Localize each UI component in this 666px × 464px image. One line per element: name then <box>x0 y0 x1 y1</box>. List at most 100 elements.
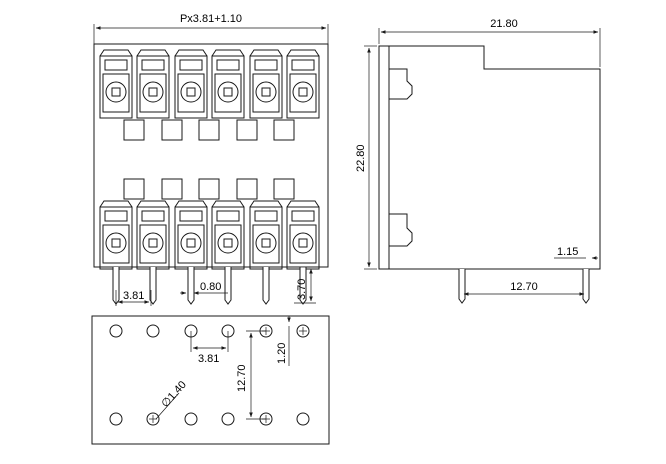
clamp-lever <box>104 210 128 222</box>
clamp-screw-ring <box>105 232 127 254</box>
clamp-top-edge <box>99 49 133 57</box>
hole-bottom-6 <box>296 412 310 426</box>
clamp-screw-square <box>111 87 121 97</box>
clamp-top-edge <box>174 49 208 57</box>
clamp-opening <box>252 224 280 264</box>
clamp-opening <box>214 224 242 264</box>
front-view: Px3.81+1.10 3.81 0.80 3.70 <box>93 13 329 306</box>
clamp-screw-square <box>298 87 308 97</box>
bottom-window-2 <box>161 178 183 200</box>
side-top-clamp-tab <box>389 68 413 100</box>
top-clamp-5 <box>249 49 283 119</box>
clamp-lever <box>104 59 128 71</box>
top-window-2 <box>161 119 183 141</box>
top-window-5 <box>273 119 295 141</box>
clamp-top-edge <box>211 200 245 208</box>
clamp-screw-square <box>186 87 196 97</box>
footprint-outline <box>91 315 330 445</box>
front-pin-4 <box>224 267 232 305</box>
pitch-label: 3.81 <box>123 290 144 302</box>
front-pin-3 <box>187 267 195 305</box>
fp-diameter-leader <box>155 392 180 420</box>
clamp-top-edge <box>249 49 283 57</box>
height-label: 22.80 <box>355 144 367 172</box>
clamp-screw-ring <box>255 81 277 103</box>
pin-length-label: 3.70 <box>296 279 308 300</box>
hole-bottom-3 <box>184 412 198 426</box>
clamp-lever <box>291 59 315 71</box>
bottom-window-3 <box>198 178 220 200</box>
clamp-opening <box>289 73 317 113</box>
front-pin-6 <box>299 267 307 305</box>
top-clamp-row <box>99 49 320 119</box>
pin-width-label: 0.80 <box>200 281 221 293</box>
hole-top-2 <box>146 324 160 338</box>
footprint-hole-row-bottom <box>109 327 310 426</box>
clamp-top-edge <box>136 200 170 208</box>
clamp-screw-ring <box>180 81 202 103</box>
clamp-screw-square <box>186 238 196 248</box>
bottom-window-5 <box>273 178 295 200</box>
clamp-top-edge <box>211 49 245 57</box>
side-pin-right <box>582 269 590 304</box>
bottom-window-row <box>123 178 295 200</box>
bottom-clamp-5 <box>249 200 283 270</box>
clamp-opening <box>102 224 130 264</box>
clamp-opening <box>252 73 280 113</box>
clamp-screw-square <box>298 238 308 248</box>
hole-bottom-2 <box>146 412 160 426</box>
clamp-lever <box>254 210 278 222</box>
offset-label: 1.15 <box>557 246 578 258</box>
hole-top-6 <box>296 324 310 338</box>
side-body-outline <box>378 45 601 270</box>
clamp-opening <box>177 224 205 264</box>
clamp-screw-ring <box>142 81 164 103</box>
clamp-screw-ring <box>217 81 239 103</box>
clamp-screw-ring <box>105 81 127 103</box>
bottom-clamp-3 <box>174 200 208 270</box>
side-bottom-clamp-tab <box>389 213 413 247</box>
clamp-screw-square <box>111 238 121 248</box>
clamp-opening <box>214 73 242 113</box>
bottom-clamp-1 <box>99 200 133 270</box>
top-window-4 <box>236 119 258 141</box>
clamp-body <box>136 55 170 119</box>
clamp-lever <box>291 210 315 222</box>
top-clamp-1 <box>99 49 133 119</box>
depth-label: 21.80 <box>490 18 518 30</box>
clamp-body <box>174 55 208 119</box>
footprint-hole-row-top <box>109 324 310 338</box>
clamp-screw-ring <box>217 232 239 254</box>
clamp-screw-ring <box>292 232 314 254</box>
top-window-1 <box>123 119 145 141</box>
clamp-lever <box>141 210 165 222</box>
clamp-lever <box>179 210 203 222</box>
pcb-footprint: 3.81 12.70 1.20 ∅1.40 <box>91 315 330 445</box>
hole-top-1 <box>109 324 123 338</box>
clamp-opening <box>139 224 167 264</box>
clamp-screw-ring <box>142 232 164 254</box>
clamp-lever <box>141 59 165 71</box>
clamp-opening <box>102 73 130 113</box>
hole-bottom-4 <box>221 412 235 426</box>
clamp-top-edge <box>286 200 320 208</box>
fp-hole-diameter-label: ∅1.40 <box>159 379 189 410</box>
bottom-clamp-4 <box>211 200 245 270</box>
front-pin-2 <box>149 267 157 305</box>
clamp-lever <box>179 59 203 71</box>
clamp-top-edge <box>286 49 320 57</box>
clamp-body <box>249 55 283 119</box>
clamp-screw-ring <box>255 232 277 254</box>
top-clamp-6 <box>286 49 320 119</box>
top-clamp-3 <box>174 49 208 119</box>
clamp-body <box>286 55 320 119</box>
top-window-3 <box>198 119 220 141</box>
front-pin-5 <box>262 267 270 305</box>
clamp-lever <box>216 59 240 71</box>
clamp-screw-square <box>261 238 271 248</box>
top-window-row <box>123 119 295 141</box>
side-view: 21.80 22.80 1.15 12.70 <box>355 18 601 304</box>
bottom-clamp-2 <box>136 200 170 270</box>
front-body-outline <box>93 43 329 268</box>
